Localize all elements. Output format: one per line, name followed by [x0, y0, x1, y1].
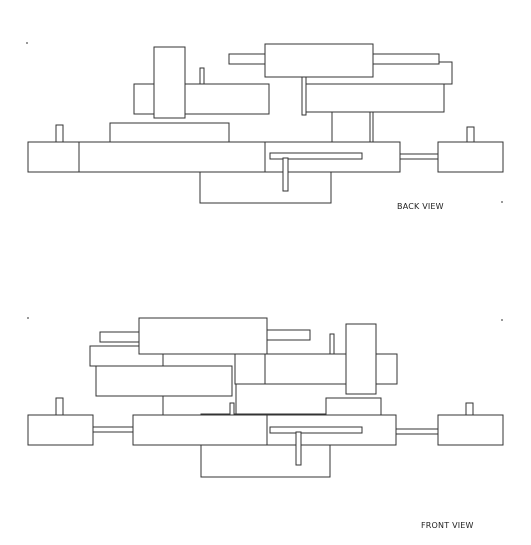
- block: [437, 414, 504, 446]
- rod: [395, 428, 439, 435]
- post: [369, 111, 374, 143]
- front-view-drawing: [27, 317, 504, 478]
- rod: [399, 153, 439, 160]
- post: [229, 402, 235, 416]
- rod: [99, 331, 141, 343]
- block: [304, 83, 445, 113]
- block: [27, 141, 80, 173]
- post: [295, 431, 302, 466]
- block: [437, 141, 504, 173]
- block: [138, 317, 268, 355]
- post: [301, 76, 307, 116]
- post: [329, 333, 335, 355]
- post: [465, 402, 474, 416]
- back-view-label: BACK VIEW: [397, 202, 444, 211]
- front-view-label: FRONT VIEW: [421, 521, 474, 530]
- post: [55, 124, 64, 143]
- post: [282, 157, 289, 192]
- block: [109, 122, 230, 144]
- block: [95, 365, 233, 397]
- rod: [92, 426, 134, 433]
- post: [55, 397, 64, 416]
- block: [78, 141, 266, 173]
- registration-marks: [26, 42, 503, 321]
- rod: [269, 426, 363, 434]
- block: [132, 414, 268, 446]
- block: [153, 46, 186, 119]
- rod: [269, 152, 363, 160]
- rod: [265, 329, 311, 341]
- block: [345, 323, 377, 395]
- post: [466, 126, 475, 143]
- post: [199, 67, 205, 85]
- block: [264, 43, 374, 78]
- block: [325, 397, 382, 417]
- block: [27, 414, 94, 446]
- back-view-drawing: [27, 43, 504, 204]
- block: [199, 170, 332, 204]
